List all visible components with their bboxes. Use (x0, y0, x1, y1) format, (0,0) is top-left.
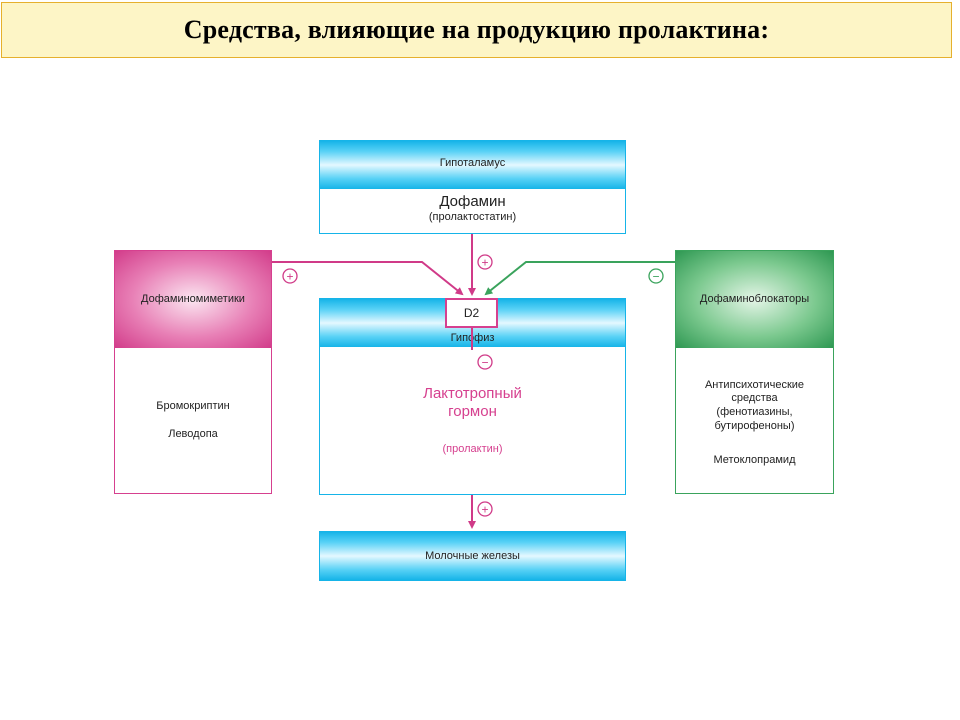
bromocriptine-label: Бромокриптин (156, 400, 230, 412)
d2-receptor-box: D2 (445, 298, 498, 328)
antipsychotics-line2: средства (731, 392, 778, 404)
arrow-blockers-d2 (484, 261, 675, 296)
title-bar: Средства, влияющие на продукцию пролакти… (1, 2, 952, 58)
lactotropic-hormone-line1: Лактотропный (423, 385, 522, 402)
plus-sign-agonists: + (282, 268, 298, 284)
blockers-header (676, 251, 833, 348)
svg-text:−: − (481, 356, 488, 370)
agonists-box: Дофаминомиметики Бромокриптин Леводопа (114, 250, 272, 494)
dopamine-label: Дофамин (439, 193, 506, 210)
prolactin-note: (пролактин) (442, 443, 503, 455)
plus-sign-mammary: + (477, 501, 493, 517)
svg-text:−: − (652, 270, 659, 284)
blockers-label: Дофаминоблокаторы (699, 293, 810, 305)
blockers-box: Дофаминоблокаторы Антипсихотические сред… (675, 250, 834, 494)
svg-text:+: + (286, 270, 293, 284)
svg-text:+: + (481, 256, 488, 270)
arrow-agonists-d2 (272, 261, 464, 296)
mammary-label: Молочные железы (425, 550, 520, 562)
hypothalamus-header (320, 141, 625, 189)
antipsychotics-line4: бутирофеноны) (714, 420, 795, 432)
svg-text:+: + (481, 503, 488, 517)
antipsychotics-line1: Антипсихотические (704, 379, 805, 391)
levodopa-label: Леводопа (168, 428, 218, 440)
minus-sign-pituitary: − (477, 354, 493, 370)
metoclopramide-label: Метоклопрамид (713, 454, 796, 466)
hypothalamus-label: Гипоталамус (439, 157, 506, 169)
mammary-box: Молочные железы (319, 531, 626, 581)
minus-sign-blockers: − (648, 268, 664, 284)
agonists-header (115, 251, 271, 348)
antipsychotics-line3: (фенотиазины, (716, 406, 793, 418)
slide-title: Средства, влияющие на продукцию пролакти… (183, 15, 770, 44)
d2-receptor-label: D2 (463, 306, 480, 320)
mammary-header (320, 532, 625, 580)
agonists-label: Дофаминомиметики (141, 293, 245, 305)
hypothalamus-box: Гипоталамус Дофамин (пролактостатин) (319, 140, 626, 234)
plus-sign-hypothalamus: + (477, 254, 493, 270)
prolactostatin-note: (пролактостатин) (428, 211, 517, 223)
lactotropic-hormone-line2: гормон (448, 403, 497, 420)
